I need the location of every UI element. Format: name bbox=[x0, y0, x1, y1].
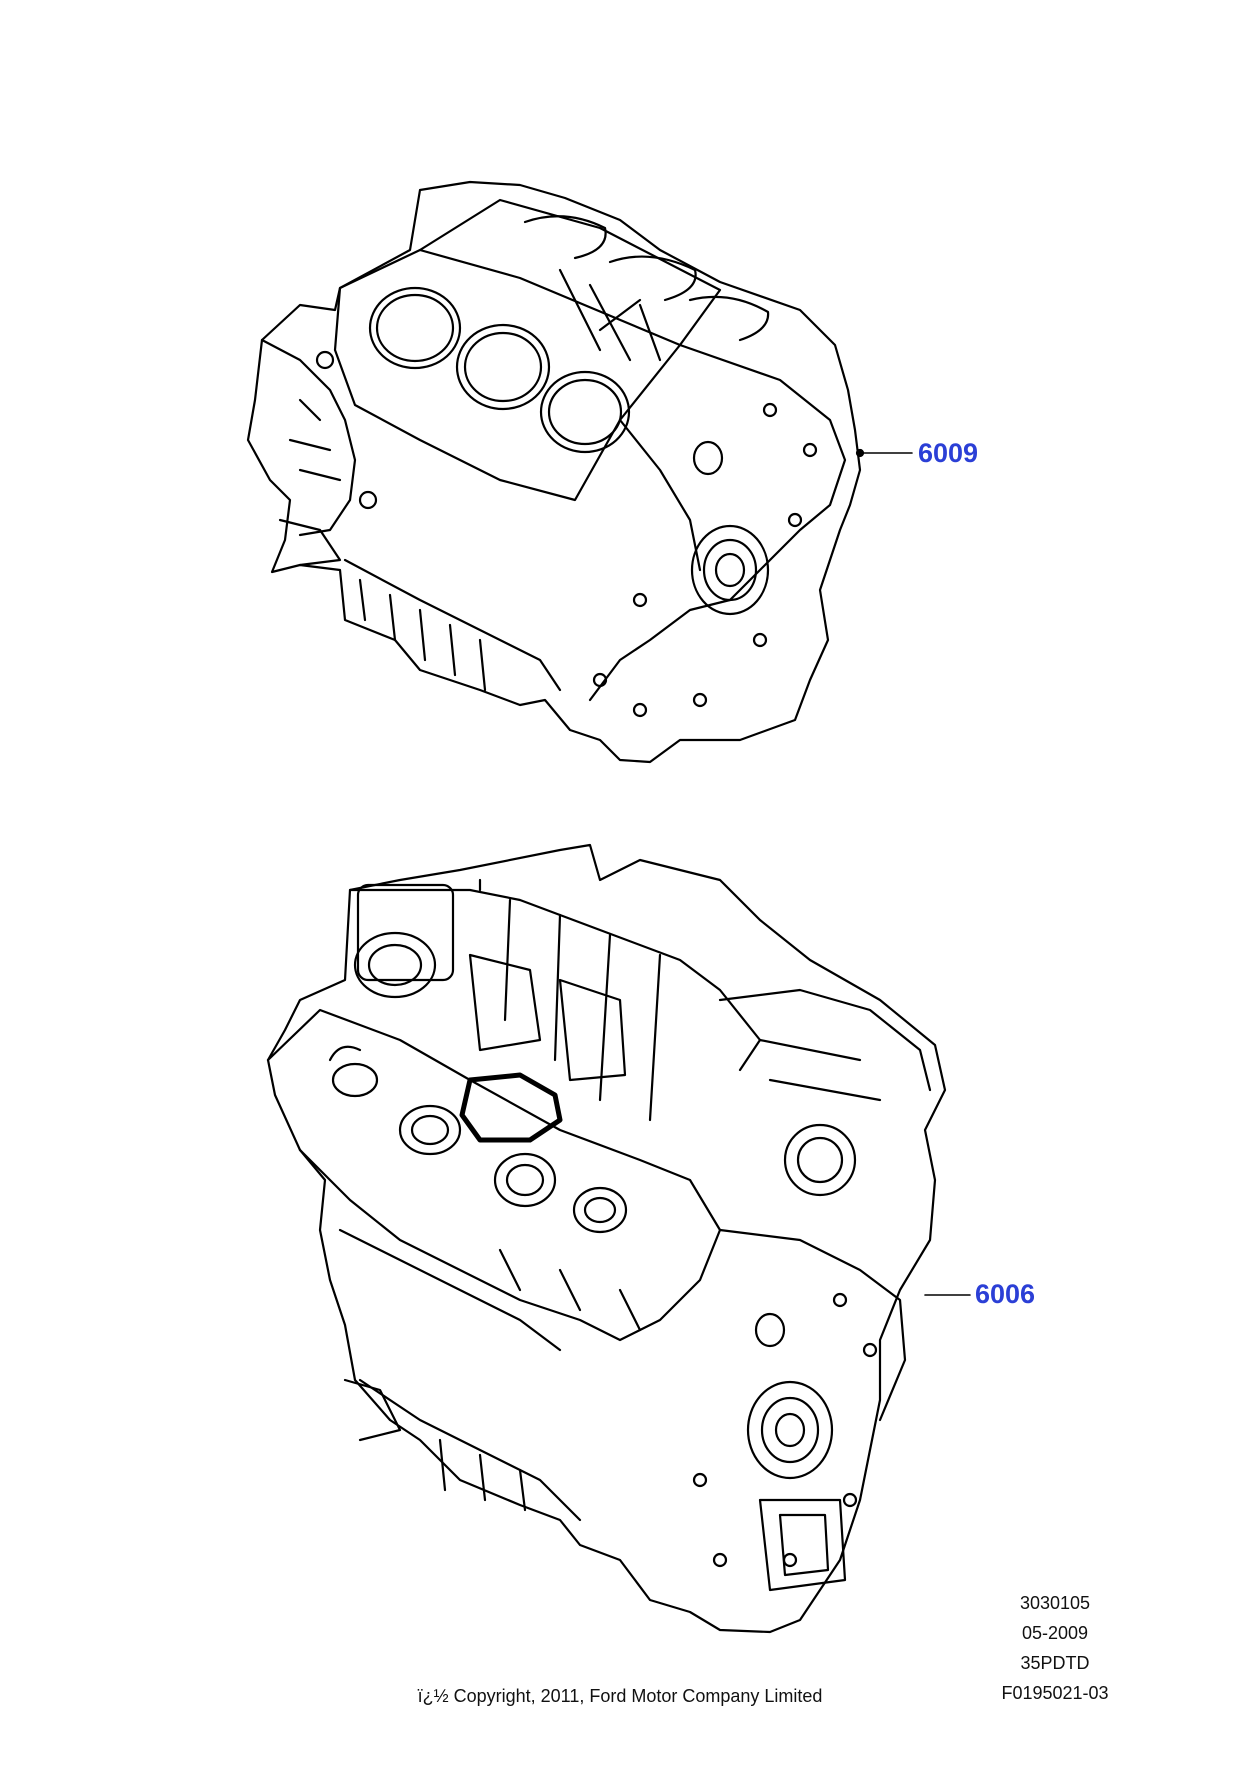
reference-line-3: 35PDTD bbox=[1020, 1653, 1090, 1673]
engine-long-block-icon bbox=[266, 843, 971, 1634]
reference-line-1: 3030105 bbox=[1019, 1593, 1091, 1613]
reference-block: 3030105 05-2009 35PDTD F0195021-03 bbox=[960, 1588, 1150, 1708]
copyright-notice: ï¿½ Copyright, 2011, Ford Motor Company … bbox=[417, 1686, 823, 1706]
reference-line-2: 05-2009 bbox=[1021, 1623, 1089, 1643]
callout-6009: 6009 bbox=[918, 438, 979, 468]
engine-short-block-icon bbox=[246, 180, 913, 764]
reference-line-4: F0195021-03 bbox=[1001, 1683, 1109, 1703]
callout-6006: 6006 bbox=[975, 1279, 1036, 1309]
